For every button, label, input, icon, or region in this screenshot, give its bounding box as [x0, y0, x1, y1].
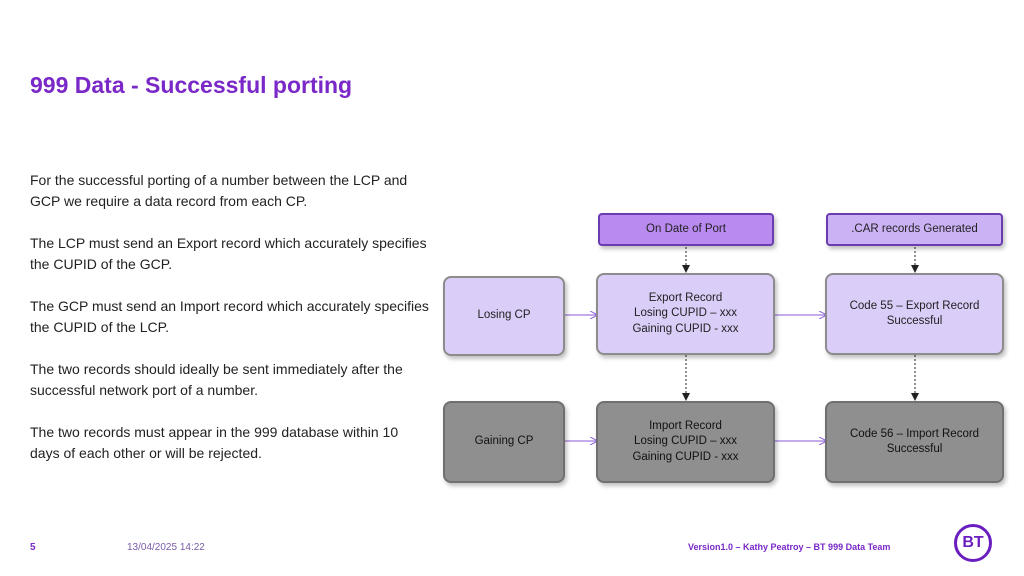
code56-title: Code 56 – Import Record — [849, 427, 980, 440]
import-record-title: Import Record — [649, 419, 722, 432]
paragraph: The LCP must send an Export record which… — [30, 235, 427, 272]
car-records-label: .CAR records Generated — [851, 222, 978, 235]
on-date-of-port-box: On Date of Port — [598, 213, 774, 246]
car-records-box: .CAR records Generated — [826, 213, 1003, 246]
gaining-cp-label: Gaining CP — [474, 435, 534, 448]
page-number: 5 — [30, 542, 36, 553]
paragraph: The two records should ideally be sent i… — [30, 361, 403, 398]
paragraph: The GCP must send an Import record which… — [30, 298, 429, 335]
losing-cp-label: Losing CP — [477, 309, 531, 322]
code56-status: Successful — [886, 443, 943, 455]
losing-cp-box: Losing CP — [443, 276, 565, 356]
import-record-box: Import Record Losing CUPID – xxx Gaining… — [596, 401, 775, 483]
page-title: 999 Data - Successful porting — [30, 72, 353, 98]
bt-logo-icon: BT — [954, 524, 992, 562]
footer-date: 13/04/2025 14:22 — [127, 542, 205, 553]
import-losing-cupid: Losing CUPID – xxx — [634, 435, 737, 448]
code56-box: Code 56 – Import Record Successful — [825, 401, 1004, 483]
body-text: For the successful porting of a number b… — [30, 170, 430, 485]
import-gaining-cupid: Gaining CUPID - xxx — [632, 450, 739, 463]
export-record-title: Export Record — [648, 291, 723, 304]
export-record-box: Export Record Losing CUPID – xxx Gaining… — [596, 273, 775, 355]
gaining-cp-box: Gaining CP — [443, 401, 565, 483]
paragraph: The two records must appear in the 999 d… — [30, 424, 399, 461]
paragraph: For the successful porting of a number b… — [30, 172, 408, 209]
footer-version: Version1.0 – Kathy Peatroy – BT 999 Data… — [688, 542, 891, 552]
code55-status: Successful — [886, 315, 943, 327]
export-losing-cupid: Losing CUPID – xxx — [634, 307, 737, 320]
export-gaining-cupid: Gaining CUPID - xxx — [632, 322, 739, 335]
code55-title: Code 55 – Export Record — [849, 299, 980, 312]
on-date-of-port-label: On Date of Port — [646, 222, 726, 235]
code55-box: Code 55 – Export Record Successful — [825, 273, 1004, 355]
